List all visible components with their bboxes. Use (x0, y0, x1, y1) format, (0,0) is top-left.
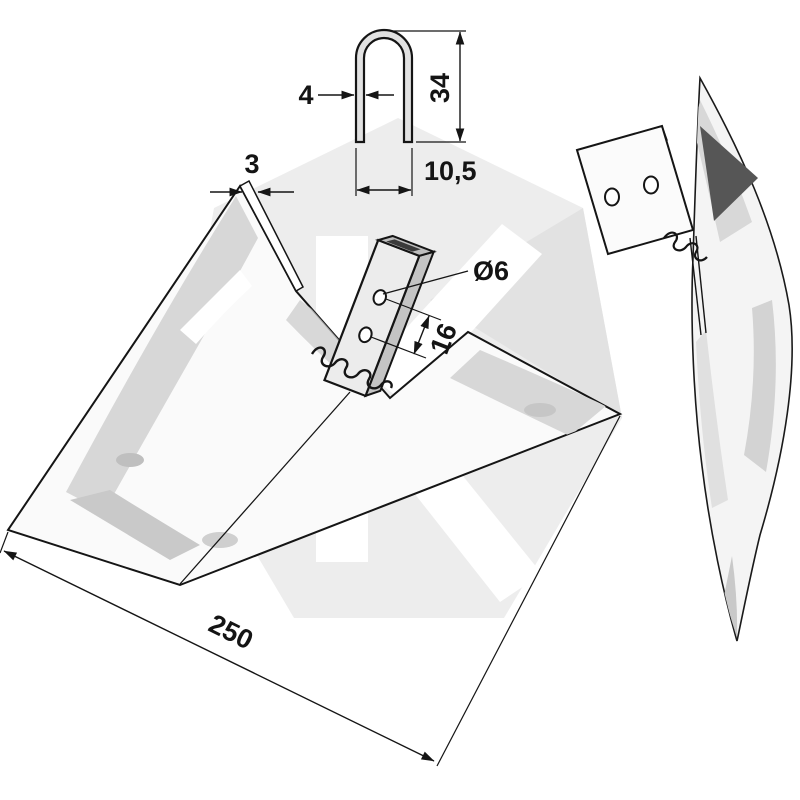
blade-top-edge-sliver (238, 179, 304, 293)
dim-hole-diameter-label: Ø6 (473, 256, 509, 286)
front-view (6, 179, 623, 587)
side-shadow-wedge (700, 126, 758, 221)
watermark-accent (430, 208, 622, 418)
side-plate-hole-lower (604, 187, 620, 207)
socket-tube (323, 234, 437, 398)
dim-wall-thickness-label: 4 (298, 80, 313, 110)
u-channel-profile (354, 28, 414, 144)
dim-profile-width-label: 10,5 (424, 156, 477, 186)
dim-wall-thickness: 4 (298, 80, 394, 110)
side-plate-hole-upper (643, 175, 659, 195)
side-mount-plate (575, 124, 695, 256)
front-weld-seam (310, 346, 393, 390)
dim-blade-thickness-label: 3 (244, 149, 259, 179)
side-blade-edge-line-1 (689, 237, 702, 336)
dim-hole-diameter: Ø6 (382, 256, 509, 295)
side-weld-seam (663, 231, 708, 262)
dim-profile-width: 10,5 (355, 148, 477, 196)
socket-hole-upper (372, 289, 387, 306)
side-blade-edge-line-2 (695, 235, 707, 334)
dim-blade-thickness: 3 (210, 149, 294, 197)
profile-cross-section-view (354, 28, 414, 144)
dim-blade-width-label: 250 (204, 609, 258, 656)
socket-opening (386, 239, 421, 252)
blade-wear-patches (66, 196, 606, 560)
watermark-k-upper-arm (366, 224, 542, 404)
dim-profile-height-label: 34 (425, 73, 455, 103)
dim-profile-height: 34 (390, 30, 466, 143)
side-view (575, 75, 793, 642)
blade-outline (6, 184, 623, 587)
